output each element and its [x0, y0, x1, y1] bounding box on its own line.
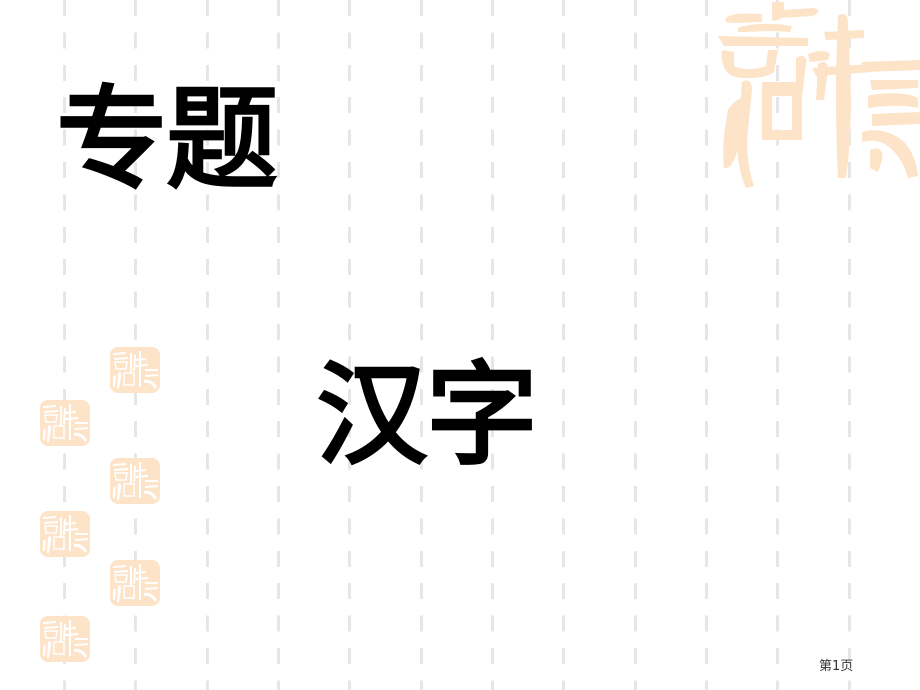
dashed-grid-line	[420, 0, 423, 690]
seal-stamp-icon	[110, 458, 160, 504]
seal-calligraphy-icon	[718, 2, 920, 188]
seal-stamp-icon	[40, 616, 90, 662]
slide-subtitle: 汉字	[316, 351, 538, 481]
dashed-grid-line	[634, 0, 637, 690]
dashed-grid-line	[206, 0, 209, 690]
dashed-grid-line	[348, 0, 351, 690]
dashed-grid-line	[277, 0, 280, 690]
dashed-grid-line	[848, 0, 851, 690]
seal-stamp-icon	[110, 560, 160, 606]
seal-stamp-icon	[110, 347, 160, 393]
dashed-grid-line	[776, 0, 779, 690]
seal-stamp-icon	[40, 400, 90, 446]
page-number: 第1页	[819, 659, 854, 674]
dashed-grid-line	[491, 0, 494, 690]
slide-title: 专题	[56, 75, 278, 205]
seal-large-decoration	[712, 0, 920, 192]
dashed-grid-line	[134, 0, 137, 690]
dashed-grid-line	[63, 0, 66, 690]
seal-stamp-icon	[40, 511, 90, 557]
dashed-grid-line	[705, 0, 708, 690]
dashed-grid-line	[562, 0, 565, 690]
